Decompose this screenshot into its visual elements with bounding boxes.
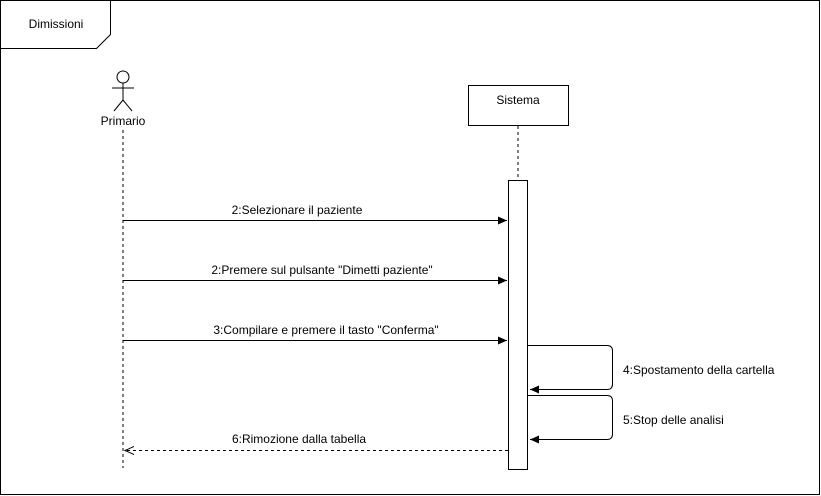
actor-primario-label: Primario [101,114,146,128]
message-1-label: 2:Selezionare il paziente [232,203,363,217]
message-4-label: 4:Spostamento della cartella [623,363,775,377]
frame-title: Dimissioni [29,17,84,31]
message-3-label: 3:Compilare e premere il tasto "Conferma… [213,323,438,337]
activation-bar [508,180,528,470]
actor-sistema-label: Sistema [496,93,540,107]
actor-sistema-box [468,85,569,126]
message-6-label: 6:Rimozione dalla tabella [232,432,366,446]
frame-title-tab [0,0,111,49]
message-2-label: 2:Premere sul pulsante "Dimetti paziente… [211,263,432,277]
actor-primario-icon [112,70,134,112]
message-5-self-arrow [528,395,613,444]
message-4-self-arrow [528,345,613,394]
message-5-label: 5:Stop delle analisi [623,413,724,427]
